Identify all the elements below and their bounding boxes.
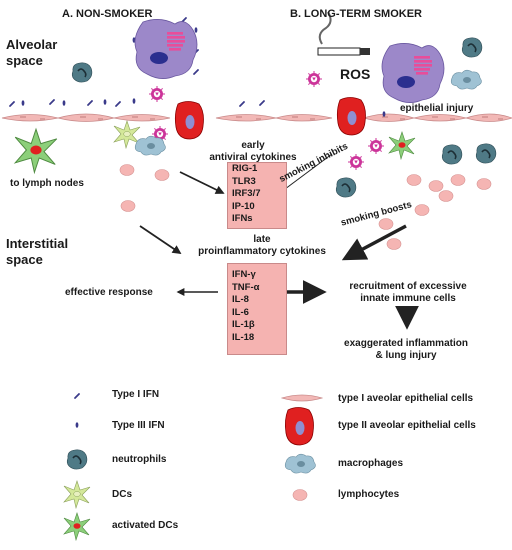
neutrophil-cell — [441, 144, 463, 165]
legend-icons — [63, 393, 324, 541]
legend-neutrophils-label: neutrophils — [112, 454, 167, 465]
virus-particle — [367, 137, 385, 155]
early-cytokine-item: IP-10 — [232, 200, 255, 212]
late-cytokine-item: IL-6 — [232, 306, 249, 318]
macrophage-cell — [134, 135, 166, 156]
neutrophil-cell — [335, 177, 357, 198]
panel-a-title: A. NON-SMOKER — [62, 8, 153, 20]
legend-type2-epi-icon — [284, 407, 314, 446]
exaggerated-label: exaggerated inflammation& lung injury — [344, 338, 468, 361]
late-cytokine-item: IL-18 — [232, 331, 255, 343]
legend-lymphocyte-icon — [292, 489, 308, 501]
virus-particle — [148, 85, 166, 103]
epithelium-dashes — [20, 116, 503, 120]
late-cytokine-item: TNF-α — [232, 281, 260, 293]
early-cytokine-box: RIG-1 TLR3 IRF3/7 IP-10 IFNs — [227, 162, 287, 229]
lymphocytes-a — [119, 164, 170, 212]
epithelial-injury-label: epithelial injury — [400, 103, 474, 114]
early-cytokine-item: IRF3/7 — [232, 188, 261, 199]
arrow-smoking-boosts — [341, 224, 407, 261]
legend-activated-dc-icon — [63, 512, 91, 541]
epithelium-layer — [1, 113, 512, 122]
legend-dc-icon — [63, 480, 91, 509]
neutrophil-cell — [461, 37, 483, 58]
legend-type1-ifn-label: Type I IFN — [112, 389, 160, 400]
legend-type3-ifn-label: Type III IFN — [112, 420, 165, 431]
late-cytokine-box: IFN-γ TNF-α IL-8 IL-6 IL-1β IL-18 — [227, 263, 287, 355]
legend-type3-ifn-icon — [75, 422, 79, 428]
virus-particle — [347, 153, 365, 171]
legend-neutrophil-icon — [66, 449, 88, 470]
ifn-scatter — [9, 17, 386, 117]
arrow-to-early — [179, 171, 225, 194]
legend-dcs-label: DCs — [112, 489, 133, 500]
legend-type2-epi-label: type II aveolar epithelial cells — [338, 420, 476, 431]
effective-response-label: effective response — [65, 287, 153, 298]
neutrophil-cell — [475, 143, 497, 164]
infected-epithelial-cell — [134, 18, 198, 80]
early-cytokine-item: RIG-1 — [232, 163, 258, 174]
early-cytokine-item: IFNs — [232, 213, 253, 224]
activated-dc-cell — [388, 131, 416, 160]
cigarette-icon — [317, 11, 370, 56]
infected-epithelial-cell — [381, 42, 445, 104]
type2-epithelial-cell — [174, 101, 204, 140]
arrow-to-late — [139, 225, 182, 255]
legend-macrophage-icon — [284, 453, 316, 474]
activated-dc-lymph — [14, 128, 58, 174]
late-cytokine-item: IL-8 — [232, 294, 249, 305]
legend-type1-ifn-icon — [74, 393, 80, 399]
panel-b-title: B. LONG-TERM SMOKER — [290, 8, 422, 20]
late-cytokine-item: IL-1β — [232, 319, 255, 330]
legend-type1-epi-icon — [280, 394, 324, 402]
legend-lymphocytes-label: lymphocytes — [338, 489, 400, 500]
legend-macrophages-label: macrophages — [338, 458, 404, 469]
early-cytokine-item: TLR3 — [232, 175, 256, 187]
legend-activated-dcs-label: activated DCs — [112, 520, 179, 531]
neutrophil-cell — [71, 62, 93, 83]
macrophage-cell — [450, 69, 482, 90]
legend-type1-epi-label: type I aveolar epithelial cells — [338, 393, 474, 404]
lymph-nodes-label: to lymph nodes — [10, 178, 84, 189]
ros-label: ROS — [340, 66, 371, 82]
late-cytokine-item: IFN-γ — [232, 269, 256, 280]
virus-particle — [305, 70, 323, 88]
type2-epithelial-cell — [336, 97, 366, 136]
